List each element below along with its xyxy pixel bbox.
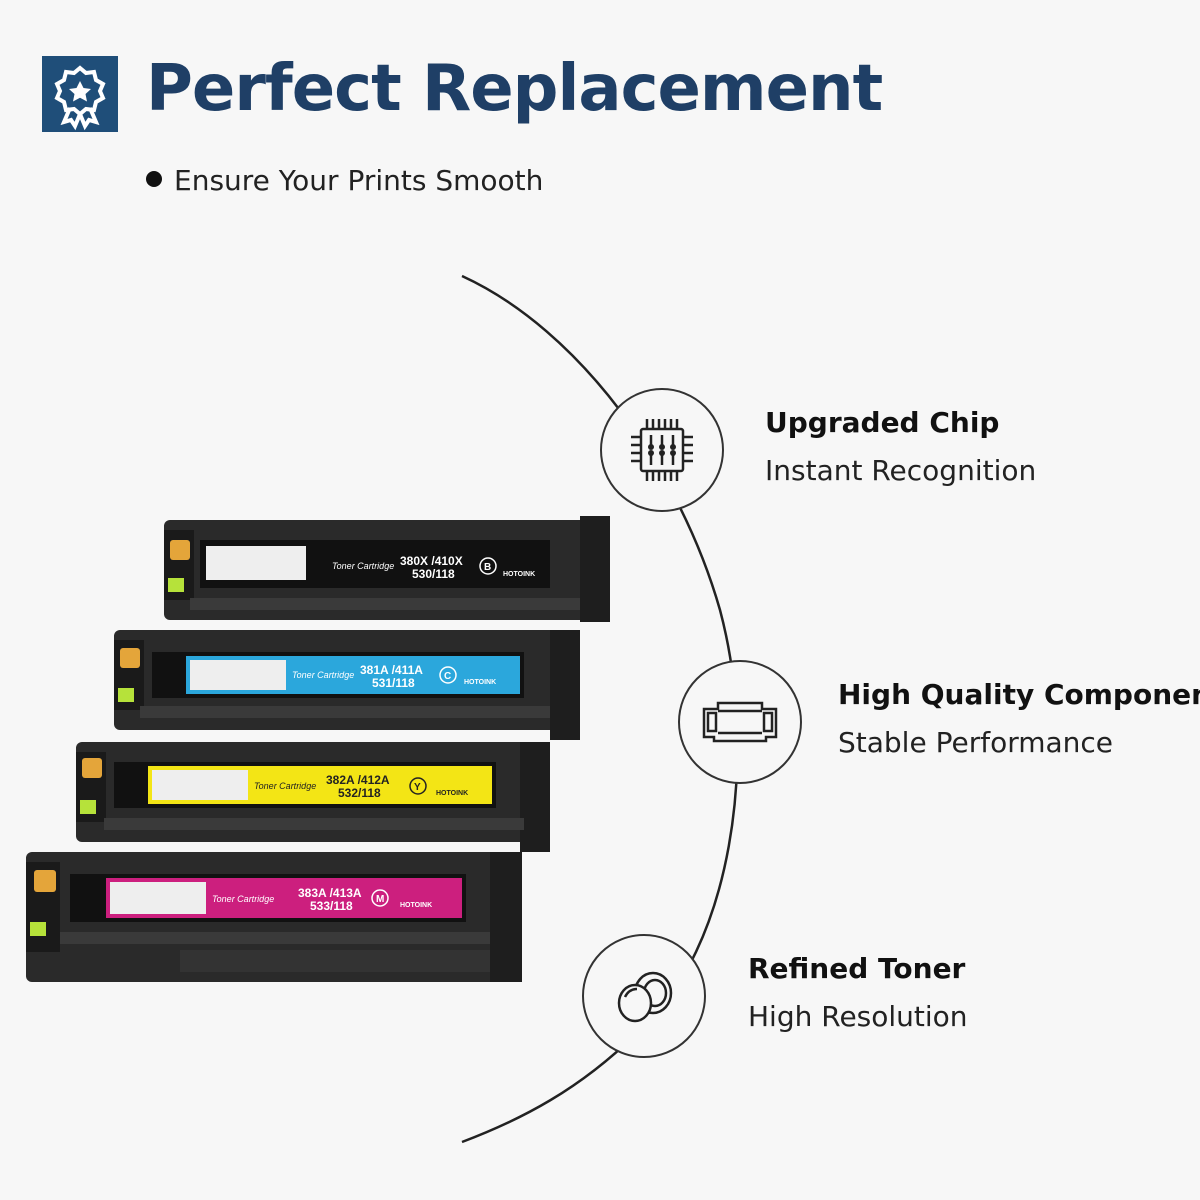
feature-subtitle-chip: Instant Recognition (765, 454, 1037, 487)
cartridge-cyan: Toner Cartridge 381A /411A 531/118 C HOT… (114, 630, 580, 740)
feature-subtitle-toner: High Resolution (748, 1000, 968, 1033)
cartridge-cyan-model-top: 381A /411A (360, 663, 423, 677)
cartridge-magenta-label: Toner Cartridge (212, 894, 274, 904)
cartridge-cyan-label: Toner Cartridge (292, 670, 354, 680)
cartridge-yellow-brand: HOTOINK (436, 790, 468, 797)
cartridge-yellow-label: Toner Cartridge (254, 781, 316, 791)
cartridge-black-label: Toner Cartridge (332, 561, 394, 571)
cartridge-black-brand: HOTOINK (503, 571, 535, 578)
cartridge-cyan-brand: HOTOINK (464, 679, 496, 686)
cartridge-component-icon (702, 701, 778, 743)
cartridge-magenta-letter: M (376, 894, 384, 905)
cartridge-magenta-model-top: 383A /413A (298, 886, 362, 900)
cartridge-yellow-model-bottom: 532/118 (338, 786, 381, 800)
cartridge-black-model-bottom: 530/118 (412, 567, 455, 581)
page-title: Perfect Replacement (146, 52, 883, 126)
toner-powder-icon (617, 971, 673, 1023)
cartridge-yellow-model-top: 382A /412A (326, 773, 390, 787)
cartridge-yellow: Toner Cartridge 382A /412A 532/118 Y HOT… (76, 742, 550, 852)
feature-components-circle (678, 660, 802, 784)
feature-title-components: High Quality Components (838, 678, 1200, 711)
cartridge-magenta: Toner Cartridge 383A /413A 533/118 M HOT… (26, 852, 522, 982)
feature-title-chip: Upgraded Chip (765, 406, 1000, 439)
cartridge-yellow-letter: Y (414, 782, 421, 793)
cartridge-magenta-model-bottom: 533/118 (310, 899, 353, 913)
cartridge-magenta-brand: HOTOINK (400, 902, 432, 909)
cartridge-cyan-letter: C (444, 671, 451, 682)
feature-toner-circle (582, 934, 706, 1058)
cartridge-black-letter: B (484, 562, 491, 573)
feature-chip-circle (600, 388, 724, 512)
feature-title-toner: Refined Toner (748, 952, 966, 985)
cartridge-black: Toner Cartridge 380X /410X 530/118 B HOT… (164, 516, 610, 622)
bullet-dot (146, 171, 162, 187)
feature-subtitle-components: Stable Performance (838, 726, 1114, 759)
cartridge-black-model-top: 380X /410X (400, 554, 463, 568)
bullet-text: Ensure Your Prints Smooth (174, 164, 544, 197)
award-ribbon-icon (54, 65, 106, 131)
award-badge (42, 56, 118, 132)
cartridge-cyan-model-bottom: 531/118 (372, 676, 415, 690)
chip-icon (631, 419, 693, 481)
bullet-point: Ensure Your Prints Smooth (146, 164, 543, 197)
